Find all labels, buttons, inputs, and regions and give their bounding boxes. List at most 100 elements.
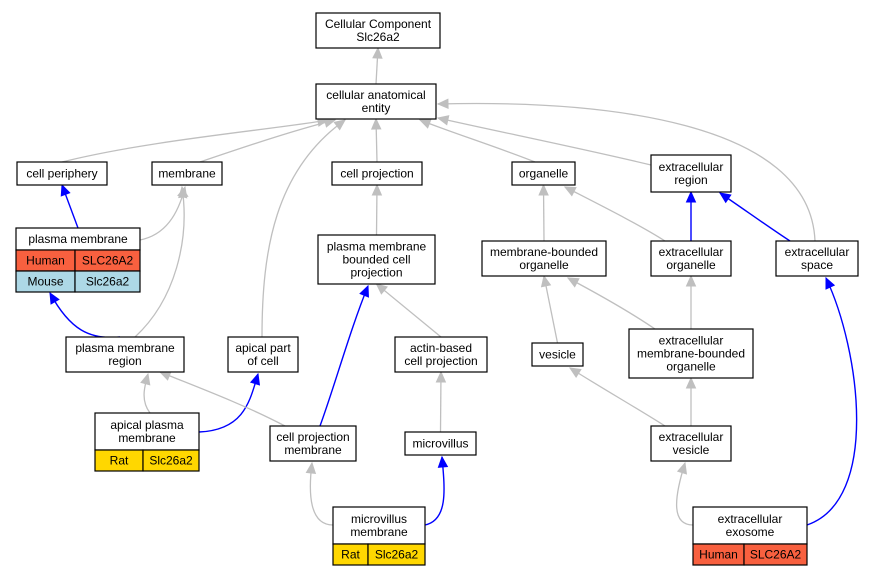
node-microvillus[interactable]: microvillus: [404, 431, 477, 456]
gene-cell: [74, 270, 141, 293]
node-label: microvillus: [412, 437, 468, 451]
arrowhead-icon: [375, 283, 388, 295]
edge-line: [567, 277, 656, 330]
node-label: plasma membrane: [28, 232, 128, 246]
edge-extves-to-embo: [685, 376, 697, 426]
node-box: [628, 328, 754, 379]
node-box: [16, 161, 108, 186]
edge-pmr-to-pm: [49, 291, 121, 339]
node-label: Cellular Component: [325, 17, 432, 31]
node-label: region: [674, 173, 707, 187]
node-box: [650, 154, 732, 193]
node-label: plasma membrane: [75, 341, 175, 355]
node-box: [151, 161, 223, 186]
edge-apm-to-apical: [198, 372, 261, 433]
edge-line: [806, 277, 858, 526]
edge-extspace-to-cae: [436, 98, 816, 242]
edge-extreg-to-cae: [436, 115, 652, 166]
node-label: plasma membrane: [327, 240, 427, 254]
edge-line: [319, 285, 369, 427]
arrowhead-icon: [538, 183, 549, 196]
node-label: vesicle: [673, 443, 710, 457]
arrowhead-icon: [436, 98, 449, 110]
arrowhead-icon: [333, 119, 346, 131]
node-cellproj[interactable]: cell projection: [331, 161, 423, 186]
node-label: projection: [350, 266, 402, 280]
node-periphery[interactable]: cell periphery: [16, 161, 108, 186]
edge-extspace-to-extreg: [718, 192, 791, 242]
species-label: Mouse: [27, 275, 63, 289]
edge-line: [564, 186, 666, 242]
node-label: Slc26a2: [356, 30, 400, 44]
edge-line: [61, 119, 329, 163]
edge-exo-to-extspace: [806, 276, 858, 526]
gene-label: SLC26A2: [82, 254, 134, 268]
species-label: Rat: [341, 548, 360, 562]
node-box: [650, 425, 732, 462]
edge-line: [437, 102, 816, 242]
edge-periphery-to-cae: [61, 116, 330, 163]
node-label: cell projection: [404, 354, 477, 368]
edge-cellproj-to-cae: [370, 117, 382, 163]
node-label: extracellular: [718, 512, 783, 526]
arrowhead-icon: [158, 370, 172, 381]
arrowhead-icon: [685, 190, 697, 203]
node-box: [404, 431, 477, 456]
node-label: extracellular: [659, 245, 724, 259]
node-box: [317, 234, 436, 285]
arrowhead-icon: [676, 461, 688, 475]
node-label: extracellular: [785, 245, 850, 259]
arrowhead-icon: [437, 455, 449, 468]
gene-label: Slc26a2: [86, 275, 130, 289]
node-label: cell periphery: [26, 167, 97, 181]
node-membrane[interactable]: membrane: [151, 161, 223, 186]
node-label: cell projection: [340, 167, 413, 181]
node-vesicle[interactable]: vesicle: [531, 342, 584, 367]
node-label: cellular anatomical: [326, 88, 425, 102]
arrowhead-icon: [305, 461, 317, 475]
edge-line: [134, 186, 185, 338]
arrowhead-icon: [418, 118, 432, 129]
edge-line: [543, 275, 559, 344]
node-label: membrane-bounded: [490, 245, 598, 259]
node-label: apical part: [235, 341, 291, 355]
arrowhead-icon: [359, 284, 369, 298]
node-label: exosome: [726, 525, 775, 539]
node-box: [331, 161, 423, 186]
edge-pmbcp-to-cellproj: [371, 183, 383, 236]
node-organelle[interactable]: organelle: [511, 161, 576, 186]
arrowhead-icon: [436, 115, 450, 126]
edge-extorg-to-extreg: [685, 190, 697, 241]
edge-exo-to-extves: [675, 461, 694, 526]
arrowhead-icon: [685, 376, 697, 389]
edge-cpm-to-pmbcp: [319, 284, 369, 427]
node-box: [650, 240, 732, 277]
annotation-row: Mouse Slc26a2: [15, 270, 141, 293]
edge-cae-to-cc: [372, 46, 383, 85]
node-label: region: [108, 354, 141, 368]
node-box: [481, 240, 607, 277]
node-box: [269, 425, 357, 462]
edge-line: [261, 119, 346, 338]
arrowhead-icon: [563, 186, 577, 197]
arrowhead-icon: [685, 274, 697, 287]
